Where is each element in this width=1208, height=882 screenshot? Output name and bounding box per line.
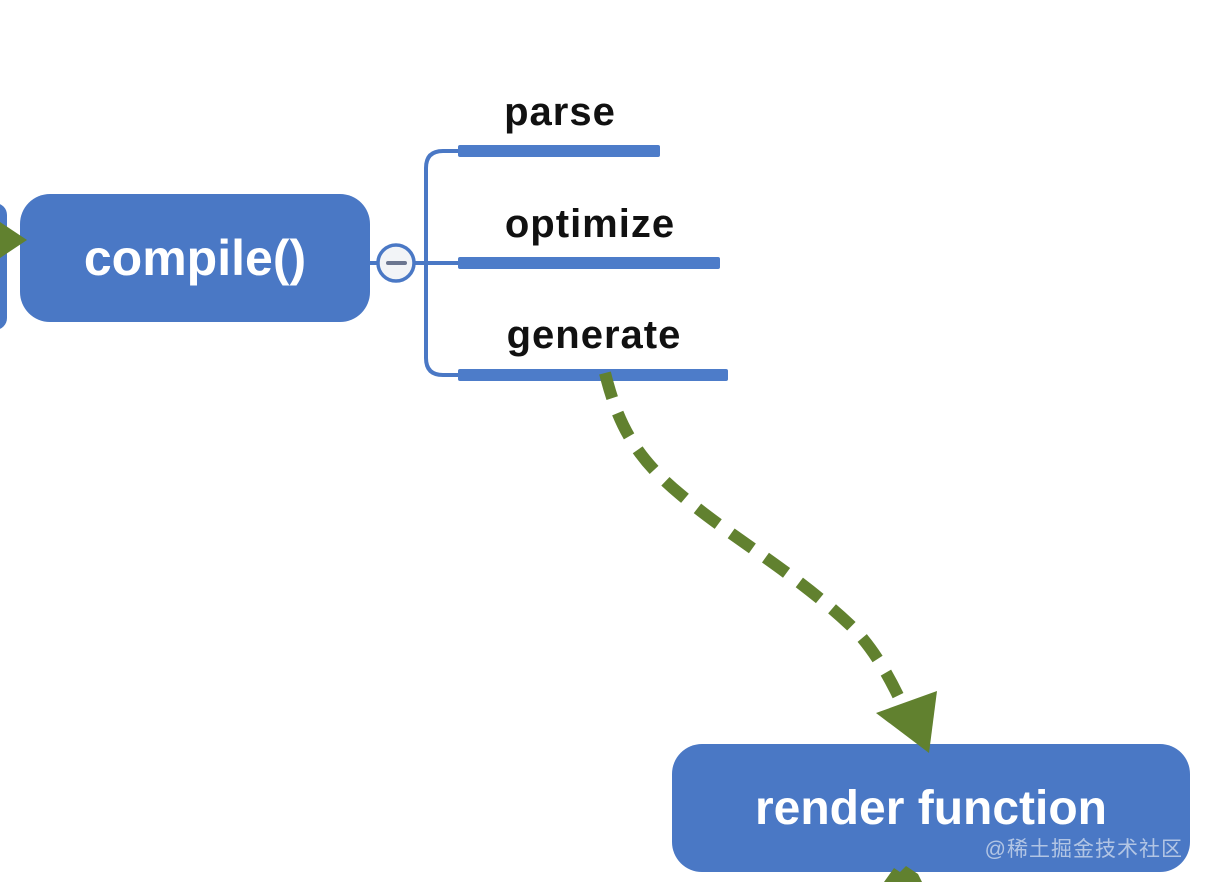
watermark: @稀土掘金技术社区: [984, 838, 1183, 861]
collapse-toggle-button[interactable]: [376, 243, 416, 283]
branch-label-generate[interactable]: generate: [506, 313, 682, 357]
branch-underline-parse: [458, 145, 660, 157]
node-render-function[interactable]: render function: [672, 744, 1190, 872]
branch-label-parse[interactable]: parse: [504, 90, 616, 134]
branch-label-optimize[interactable]: optimize: [504, 202, 676, 246]
branch-underline-generate: [458, 369, 728, 381]
branch-underline-optimize: [458, 257, 720, 269]
node-compile-label: compile(): [83, 230, 307, 286]
node-compile[interactable]: compile(): [20, 194, 370, 322]
node-render-function-label: render function: [754, 781, 1107, 835]
relation-arrow: [599, 371, 923, 743]
branch-bracket: [424, 149, 458, 377]
offscreen-node-edge: [0, 203, 7, 330]
